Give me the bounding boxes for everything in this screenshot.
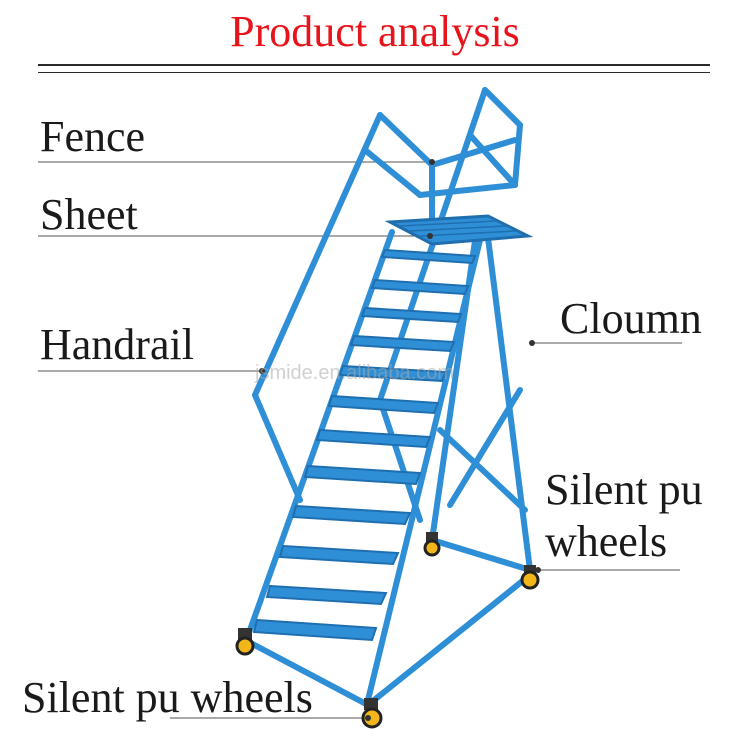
rear-brace-a	[437, 427, 528, 513]
column-label: Cloumn	[560, 294, 702, 343]
title-divider-thin	[38, 72, 710, 73]
handrail-left	[252, 112, 383, 398]
tread	[360, 306, 463, 324]
rear-base-bar	[429, 537, 533, 573]
rear-brace-b	[447, 387, 523, 508]
tread	[265, 584, 388, 606]
rear-column-right	[483, 219, 533, 573]
wheel-rear-right	[520, 565, 540, 590]
leader-anchor-dots	[259, 159, 541, 721]
platform-sheet	[384, 214, 534, 246]
wheel-front-right	[361, 698, 383, 729]
leader-lines	[38, 161, 682, 719]
fence-right-post	[512, 122, 523, 188]
title-divider	[38, 64, 710, 66]
tread	[315, 428, 432, 449]
side-wheels-label-line1: Silent pu	[545, 465, 703, 514]
wheels	[235, 532, 540, 729]
fence-left-top	[377, 112, 435, 168]
wheel-rear-left	[423, 532, 441, 557]
fence-rail-mid	[417, 182, 518, 198]
bottom-wheels-label: Silent pu wheels	[22, 673, 313, 722]
fence-side-rail	[362, 147, 423, 198]
sheet-label: Sheet	[40, 190, 138, 239]
tread	[380, 248, 477, 265]
fence-brace	[467, 132, 518, 188]
tread	[291, 504, 412, 526]
base-front-bar	[242, 637, 371, 708]
stair-treads	[252, 248, 477, 642]
tread	[278, 544, 400, 566]
platform-grating	[399, 220, 517, 237]
handrail-lower	[252, 392, 303, 503]
page-title: Product analysis	[230, 7, 520, 56]
fence-label: Fence	[40, 112, 146, 161]
tread	[349, 334, 456, 353]
tread	[338, 364, 448, 383]
side-wheels-label-line2: wheels	[545, 517, 668, 566]
fence-rail-top	[429, 137, 518, 168]
fence-right-top	[482, 87, 523, 128]
tread	[370, 278, 470, 296]
watermark: jsmide.en.alibaba.com	[255, 362, 454, 384]
tread	[327, 394, 440, 415]
handrail-label: Handrail	[40, 320, 194, 369]
tread	[252, 618, 378, 642]
handrail-right-lower	[377, 397, 423, 523]
right-stringer	[365, 237, 483, 703]
ladder-frame	[242, 87, 533, 708]
wheel-front-left	[235, 628, 255, 656]
base-side-bar	[365, 572, 533, 708]
tread	[303, 464, 422, 486]
